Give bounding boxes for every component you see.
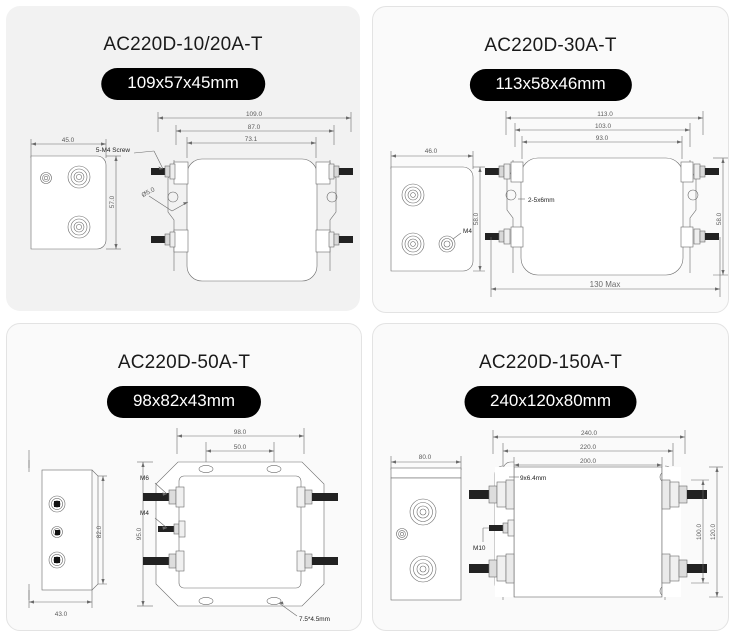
dim-side-103: 103.0 <box>595 123 611 130</box>
dim-side-113: 113.0 <box>597 111 613 118</box>
note-9x64mm: 9x6.4mm <box>520 475 546 482</box>
dim-end-width-3: 43.0 <box>55 611 68 618</box>
dim-end-height-1: 57.0 <box>109 195 116 208</box>
dim-end-height-2: 58.0 <box>473 212 480 225</box>
dim-end-width-4: 80.0 <box>419 454 432 461</box>
dim-end-height-3: 82.0 <box>96 525 103 538</box>
note-slot-size: 7.5*4.5mm <box>299 616 330 623</box>
panel-title: AC220D-30A-T <box>484 35 617 56</box>
note-m4-3: M4 <box>140 510 149 517</box>
size-badge: 240x120x80mm <box>464 386 637 418</box>
size-badge: 113x58x46mm <box>469 69 632 101</box>
drawing-svg: 82.0 43.0 98.0 50.0 95.0 M6 M4 7.5*4.5mm <box>28 428 338 623</box>
panel-card: AC220D-30A-T 113x58x46mm <box>372 6 729 313</box>
panel-title: AC220D-50A-T <box>117 352 251 373</box>
dim-side-93: 93.0 <box>596 135 609 142</box>
panel-ac220d-10-20a-t: AC220D-10/20A-T 109x57x45mm <box>0 0 366 317</box>
dim-side-120: 120.0 <box>710 524 717 540</box>
dim-side-50: 50.0 <box>234 444 247 451</box>
dim-side-200: 200.0 <box>580 458 596 465</box>
technical-drawing-4: 80.0 240.0 220.0 200.0 100.0 120.0 9x6.4… <box>373 424 728 629</box>
note-m6: M6 <box>140 475 149 482</box>
dim-side-240: 240.0 <box>581 430 597 437</box>
panel-title: AC220D-10/20A-T <box>103 34 263 55</box>
panel-ac220d-150a-t: AC220D-150A-T 240x120x80mm <box>366 317 733 635</box>
size-badge: 109x57x45mm <box>101 68 265 100</box>
technical-drawing-2: 46.0 58.0 M4 113.0 103.0 93.0 58.0 130 M… <box>373 107 728 312</box>
panel-card: AC220D-150A-T 240x120x80mm <box>372 323 729 631</box>
dim-side-height-2: 58.0 <box>716 212 723 225</box>
dim-side-100: 100.0 <box>696 524 703 540</box>
technical-drawing-3: 82.0 43.0 98.0 50.0 95.0 M6 M4 7.5*4.5mm <box>7 424 361 629</box>
size-badge: 98x82x43mm <box>106 386 262 418</box>
panel-ac220d-50a-t: AC220D-50A-T 98x82x43mm <box>0 317 366 635</box>
dim-side-73: 73.1 <box>245 136 258 143</box>
dim-end-width-2: 46.0 <box>425 148 438 155</box>
dim-side-130-max: 130 Max <box>590 280 621 289</box>
dim-side-109: 109.0 <box>246 111 262 118</box>
dim-side-height-3: 95.0 <box>136 527 143 540</box>
dim-side-220: 220.0 <box>580 444 596 451</box>
panel-title: AC220D-150A-T <box>478 352 623 373</box>
note-2-5x6mm: 2-5x6mm <box>528 197 555 204</box>
note-diameter-5: Ø5.0 <box>141 186 157 199</box>
note-m4: M4 <box>463 228 472 235</box>
panel-card: AC220D-10/20A-T 109x57x45mm <box>6 6 360 311</box>
drawing-svg: 46.0 58.0 M4 113.0 103.0 93.0 58.0 130 M… <box>390 111 728 297</box>
technical-drawing-1: 45.0 57.0 109.0 87.0 73.1 5-M4 Screw Ø5.… <box>6 106 360 311</box>
drawing-svg: 80.0 240.0 220.0 200.0 100.0 120.0 9x6.4… <box>390 430 723 601</box>
dim-end-width-1: 45.0 <box>62 137 75 144</box>
panel-ac220d-30a-t: AC220D-30A-T 113x58x46mm <box>366 0 733 317</box>
note-5-m4-screw: 5-M4 Screw <box>96 147 130 154</box>
dim-side-98: 98.0 <box>234 429 247 436</box>
dim-side-87: 87.0 <box>248 124 261 131</box>
note-m10: M10 <box>473 545 486 552</box>
drawing-svg: 45.0 57.0 109.0 87.0 73.1 5-M4 Screw Ø5.… <box>30 111 353 282</box>
panel-card: AC220D-50A-T 98x82x43mm <box>6 323 362 631</box>
